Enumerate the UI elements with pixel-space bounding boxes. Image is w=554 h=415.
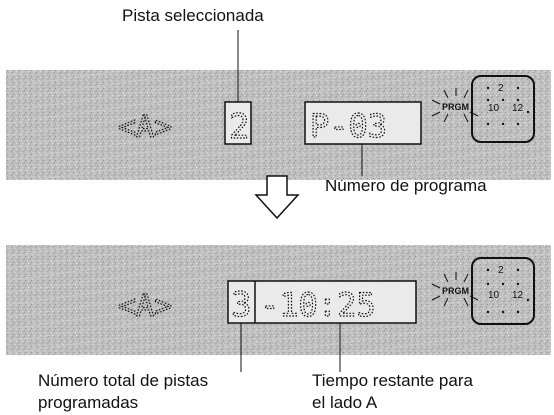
top-prgm-indicator: PRGM — [431, 88, 479, 123]
top-track-number: 2 — [229, 107, 249, 147]
label-total-tracks-line2: programadas — [38, 393, 139, 412]
top-grid-2: 2 — [498, 83, 504, 94]
top-side-indicator: <A> — [118, 110, 172, 145]
top-grid-12: 12 — [512, 103, 524, 114]
top-prgm-badge: PRGM — [442, 102, 469, 112]
label-remaining-line2: el lado A — [312, 393, 378, 412]
label-remaining-line1: Tiempo restante para — [312, 371, 473, 390]
top-program-number: P-03 — [310, 107, 387, 145]
bottom-prgm-indicator: PRGM — [431, 272, 479, 307]
bottom-grid-12: 12 — [512, 290, 524, 301]
bottom-time-box — [227, 280, 417, 324]
top-display-panel: <A> 2 P-03 PRGM 2 10 12 — [6, 30, 551, 180]
bottom-prgm-badge: PRGM — [442, 286, 469, 296]
bottom-track-grid — [471, 257, 535, 325]
top-grid-10: 10 — [488, 103, 500, 114]
top-track-grid — [471, 75, 535, 143]
label-total-tracks-line1: Número total de pistas — [38, 371, 209, 390]
label-program-number: Número de programa — [325, 176, 487, 195]
label-selected-track: Pista seleccionada — [122, 6, 264, 25]
bottom-grid-2: 2 — [498, 265, 504, 276]
top-program-box — [304, 101, 422, 145]
bottom-remaining-time: -10:25 — [260, 286, 376, 324]
bottom-display-panel: <A> 3 -10:25 PRGM 2 10 12 — [6, 245, 551, 372]
bottom-side-indicator: <A> — [118, 289, 172, 324]
bottom-total-tracks: 3 — [231, 285, 251, 325]
top-track-box — [224, 101, 252, 145]
bottom-grid-10: 10 — [488, 290, 500, 301]
down-arrow-icon — [254, 175, 300, 220]
